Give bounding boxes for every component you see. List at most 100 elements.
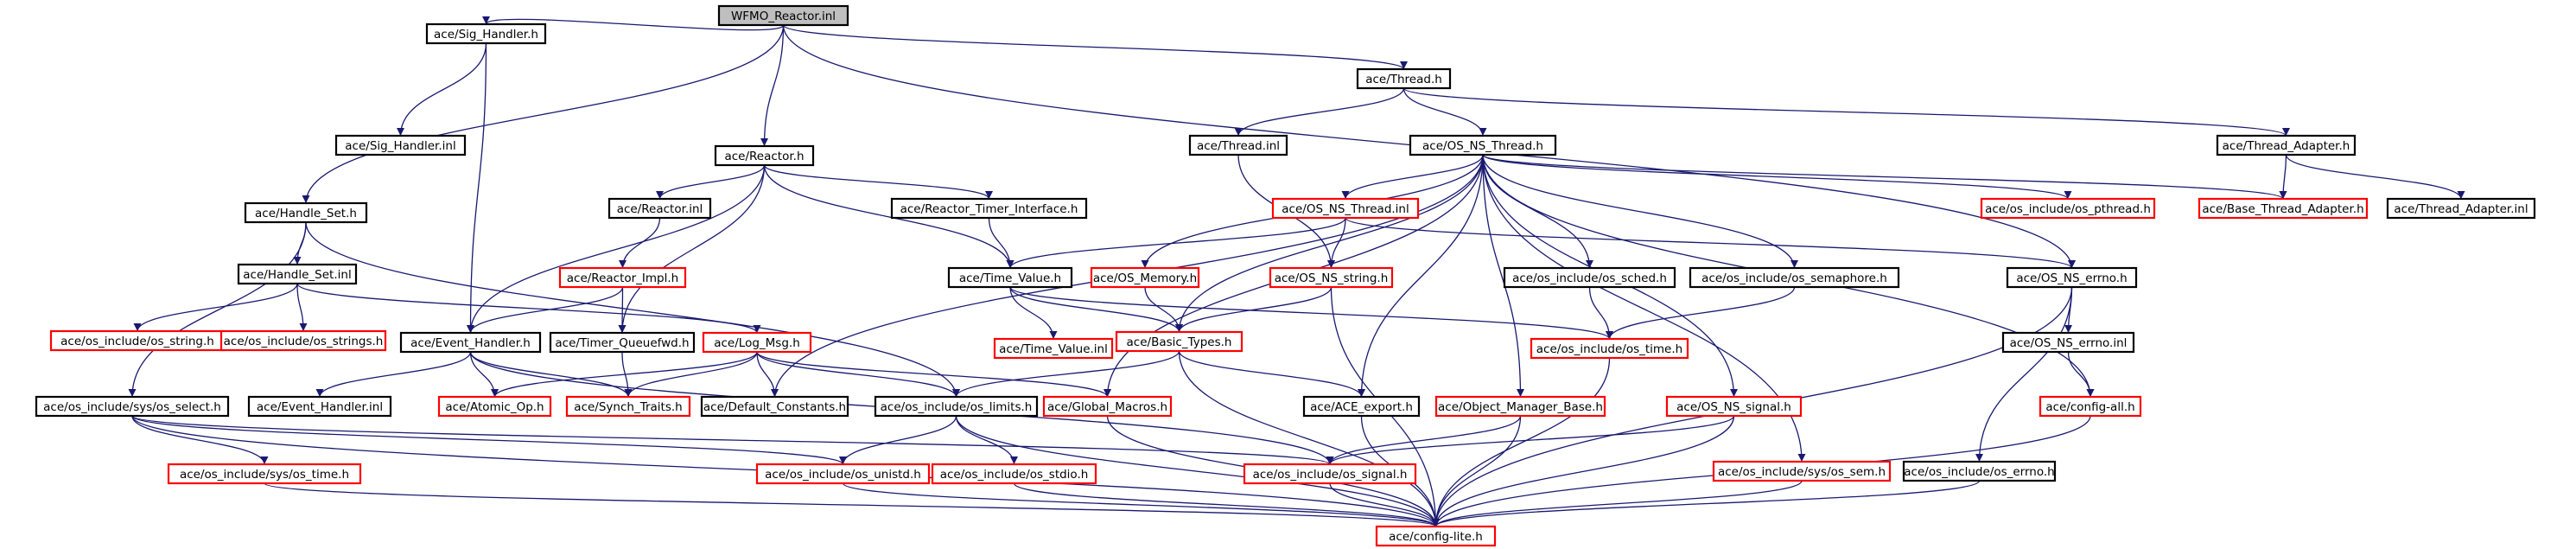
node-label: ace/Event_Handler.inl	[257, 400, 383, 414]
node-label: ace/Thread_Adapter.inl	[2394, 202, 2528, 216]
edge-reactor_impl_h-to-event_handler_h	[467, 286, 624, 334]
file-nodes: WFMO_Reactor.inl ace/Sig_Handler.h ace/Thr…	[35, 4, 2536, 547]
node-label: ace/OS_NS_errno.inl	[2010, 336, 2128, 350]
file-node-thread_h[interactable]: ace/Thread.h	[1356, 67, 1452, 90]
node-box	[244, 201, 368, 224]
file-node-sys_os_select_h[interactable]: ace/os_include/sys/os_select.h	[35, 395, 230, 418]
edge-thread_h-to-thread_inl	[1234, 87, 1405, 137]
file-node-event_handler_inl[interactable]: ace/Event_Handler.inl	[247, 395, 392, 418]
file-node-global_macros_h[interactable]: ace/Global_Macros.h	[1042, 395, 1173, 418]
node-box	[2001, 331, 2135, 354]
file-node-default_constants_h[interactable]: ace/Default_Constants.h	[700, 395, 849, 418]
node-label: ace/os_include/sys/os_sem.h	[1718, 465, 1886, 479]
node-label: ace/os_include/os_signal.h	[1253, 468, 1408, 482]
node-box	[2006, 266, 2138, 289]
file-node-event_handler_h[interactable]: ace/Event_Handler.h	[399, 331, 542, 354]
edge-os_ns_thread_inl-to-os_ns_errno_h	[1345, 217, 2076, 269]
node-box	[1090, 266, 1200, 289]
file-node-sig_handler_h[interactable]: ace/Sig_Handler.h	[425, 22, 547, 45]
node-label: ace/Handle_Set.h	[255, 207, 357, 220]
file-node-wfmo_reactor_inl[interactable]: WFMO_Reactor.inl	[717, 4, 849, 27]
file-node-os_sched_h[interactable]: ace/os_include/os_sched.h	[1503, 266, 1676, 289]
edge-os_limits_h-to-os_unistd_h	[839, 415, 957, 465]
file-node-time_value_h[interactable]: ace/Time_Value.h	[947, 266, 1073, 289]
node-box	[1503, 266, 1676, 289]
file-node-basic_types_h[interactable]: ace/Basic_Types.h	[1115, 330, 1243, 353]
file-node-sys_os_sem_h[interactable]: ace/os_include/sys/os_sem.h	[1712, 460, 1892, 482]
file-node-os_ns_thread_h[interactable]: ace/OS_NS_Thread.h	[1409, 134, 1557, 156]
node-box	[1530, 337, 1689, 360]
file-node-os_limits_h[interactable]: ace/os_include/os_limits.h	[874, 395, 1039, 418]
file-node-sys_os_time_h[interactable]: ace/os_include/sys/os_time.h	[167, 463, 362, 485]
file-node-reactor_h[interactable]: ace/Reactor.h	[714, 144, 815, 167]
edge-os_ns_thread_h-to-object_manager_base_h	[1482, 154, 1524, 398]
file-node-os_errno_h[interactable]: ace/os_include/os_errno.h	[1902, 460, 2057, 482]
edge-os_sched_h-to-os_time_h	[1588, 286, 1613, 340]
file-node-ace_export_h[interactable]: ace/ACE_export.h	[1302, 395, 1421, 418]
file-node-handle_set_inl[interactable]: ace/Handle_Set.inl	[237, 263, 358, 285]
node-label: ace/Reactor.h	[724, 150, 804, 163]
edge-os_ns_errno_h-to-os_errno_h	[1975, 286, 2073, 463]
node-box	[607, 197, 712, 220]
file-node-timer_queuefwd_h[interactable]: ace/Timer_Queuefwd.h	[549, 331, 696, 354]
node-label: ace/ACE_export.h	[1310, 400, 1413, 414]
node-label: ace/Base_Thread_Adapter.h	[2202, 202, 2363, 216]
edge-wfmo_reactor_inl-to-handle_set_h	[302, 24, 785, 204]
file-node-os_signal_h[interactable]: ace/os_include/os_signal.h	[1243, 463, 1417, 485]
file-node-os_time_h[interactable]: ace/os_include/os_time.h	[1530, 337, 1689, 360]
file-node-os_unistd_h[interactable]: ace/os_include/os_unistd.h	[755, 463, 931, 485]
file-node-os_ns_string_h[interactable]: ace/OS_NS_string.h	[1269, 266, 1394, 289]
file-node-os_ns_errno_inl[interactable]: ace/OS_NS_errno.inl	[2001, 331, 2135, 354]
file-node-os_strings_h[interactable]: ace/os_include/os_strings.h	[219, 329, 387, 352]
file-node-reactor_timer_interface_h[interactable]: ace/Reactor_Timer_Interface.h	[890, 197, 1088, 220]
edge-reactor_h-to-event_handler_h	[467, 164, 766, 334]
node-box	[755, 463, 931, 485]
node-box	[1665, 395, 1803, 418]
node-box	[1243, 463, 1417, 485]
node-box	[565, 395, 691, 418]
edge-sys_os_select_h-to-os_unistd_h	[131, 415, 847, 465]
edge-os_unistd_h-to-config_lite_h	[842, 482, 1440, 527]
edge-os_ns_thread_h-to-os_semaphore_h	[1482, 154, 1798, 269]
file-node-reactor_inl[interactable]: ace/Reactor.inl	[607, 197, 712, 220]
node-label: ace/os_include/os_pthread.h	[1985, 202, 2151, 216]
file-node-os_pthread_h[interactable]: ace/os_include/os_pthread.h	[1980, 197, 2156, 220]
file-node-os_ns_thread_inl[interactable]: ace/OS_NS_Thread.inl	[1271, 197, 1420, 220]
file-node-config_all_h[interactable]: ace/config-all.h	[2039, 395, 2142, 418]
node-label: ace/os_include/os_strings.h	[224, 335, 384, 348]
edge-handle_set_h-to-sys_os_select_h	[128, 221, 307, 398]
edge-event_handler_h-to-synch_traits_h	[469, 351, 633, 398]
file-node-object_manager_base_h[interactable]: ace/Object_Manager_Base.h	[1434, 395, 1606, 418]
file-node-thread_adapter_h[interactable]: ace/Thread_Adapter.h	[2216, 134, 2357, 156]
edge-reactor_h-to-reactor_inl	[656, 164, 766, 200]
file-node-os_stdio_h[interactable]: ace/os_include/os_stdio.h	[931, 463, 1097, 485]
node-box	[437, 395, 552, 418]
file-node-base_thread_adapter_h[interactable]: ace/Base_Thread_Adapter.h	[2198, 197, 2369, 220]
edge-sig_handler_h-to-event_handler_h	[467, 42, 487, 334]
file-node-log_msg_h[interactable]: ace/Log_Msg.h	[702, 331, 812, 354]
node-label: ace/OS_NS_errno.h	[2016, 271, 2127, 285]
file-node-time_value_inl[interactable]: ace/Time_Value.inl	[993, 337, 1114, 360]
file-node-sig_handler_inl[interactable]: ace/Sig_Handler.inl	[334, 134, 467, 156]
node-label: ace/OS_NS_Thread.inl	[1282, 202, 1409, 216]
node-label: ace/OS_NS_Thread.h	[1422, 139, 1543, 153]
file-node-handle_set_h[interactable]: ace/Handle_Set.h	[244, 201, 368, 224]
file-node-synch_traits_h[interactable]: ace/Synch_Traits.h	[565, 395, 691, 418]
edge-basic_types_h-to-os_limits_h	[952, 350, 1180, 398]
file-node-os_ns_signal_h[interactable]: ace/OS_NS_signal.h	[1665, 395, 1803, 418]
edge-os_ns_signal_h-to-os_signal_h	[1326, 415, 1735, 465]
file-node-atomic_op_h[interactable]: ace/Atomic_Op.h	[437, 395, 552, 418]
file-node-os_memory_h[interactable]: ace/OS_Memory.h	[1090, 266, 1200, 289]
edge-thread_adapter_h-to-thread_adapter_inl	[2285, 154, 2465, 200]
file-node-config_lite_h[interactable]: ace/config-lite.h	[1375, 525, 1497, 547]
file-node-os_ns_errno_h[interactable]: ace/OS_NS_errno.h	[2006, 266, 2138, 289]
edge-handle_set_inl-to-os_strings_h	[296, 283, 308, 332]
file-node-os_semaphore_h[interactable]: ace/os_include/os_semaphore.h	[1689, 266, 1900, 289]
node-label: ace/Thread.inl	[1197, 139, 1280, 153]
file-node-os_string_h[interactable]: ace/os_include/os_string.h	[49, 329, 226, 352]
file-node-reactor_impl_h[interactable]: ace/Reactor_Impl.h	[558, 266, 687, 289]
node-box	[1375, 525, 1497, 547]
file-node-thread_adapter_inl[interactable]: ace/Thread_Adapter.inl	[2386, 197, 2536, 220]
node-box	[219, 329, 387, 352]
file-node-thread_inl[interactable]: ace/Thread.inl	[1188, 134, 1288, 156]
